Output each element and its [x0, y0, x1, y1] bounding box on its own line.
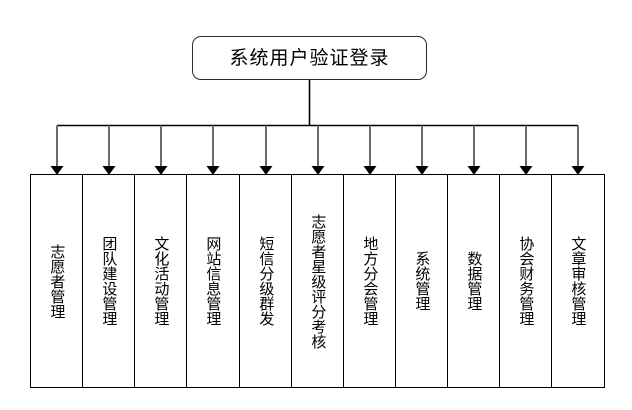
root-node-label: 系统用户验证登录 [229, 46, 390, 69]
node-system-management[interactable]: 系统管理 [395, 174, 449, 388]
node-volunteer-star-rating[interactable]: 志愿者星级评分考核 [291, 174, 345, 388]
node-label: 协会财务管理 [517, 236, 536, 326]
node-label: 地方分会管理 [361, 236, 380, 326]
node-local-branch-management[interactable]: 地方分会管理 [343, 174, 397, 388]
node-data-management[interactable]: 数据管理 [447, 174, 501, 388]
node-sms-group-sending[interactable]: 短信分级群发 [239, 174, 293, 388]
node-label: 志愿者管理 [48, 243, 67, 319]
node-website-info-management[interactable]: 网站信息管理 [186, 174, 240, 388]
node-label: 短信分级群发 [257, 236, 276, 326]
node-label: 网站信息管理 [204, 236, 223, 326]
node-label: 文章审核管理 [569, 236, 588, 326]
node-label: 系统管理 [413, 251, 432, 311]
node-label: 数据管理 [465, 251, 484, 311]
node-label: 志愿者星级评分考核 [309, 213, 328, 349]
node-label: 团队建设管理 [100, 236, 119, 326]
node-team-building-management[interactable]: 团队建设管理 [82, 174, 136, 388]
root-node-system-login[interactable]: 系统用户验证登录 [192, 36, 427, 80]
node-article-review-management[interactable]: 文章审核管理 [551, 174, 605, 388]
node-culture-activity-management[interactable]: 文化活动管理 [134, 174, 188, 388]
node-association-finance-management[interactable]: 协会财务管理 [499, 174, 553, 388]
node-label: 文化活动管理 [152, 236, 171, 326]
node-volunteer-management[interactable]: 志愿者管理 [30, 174, 84, 388]
